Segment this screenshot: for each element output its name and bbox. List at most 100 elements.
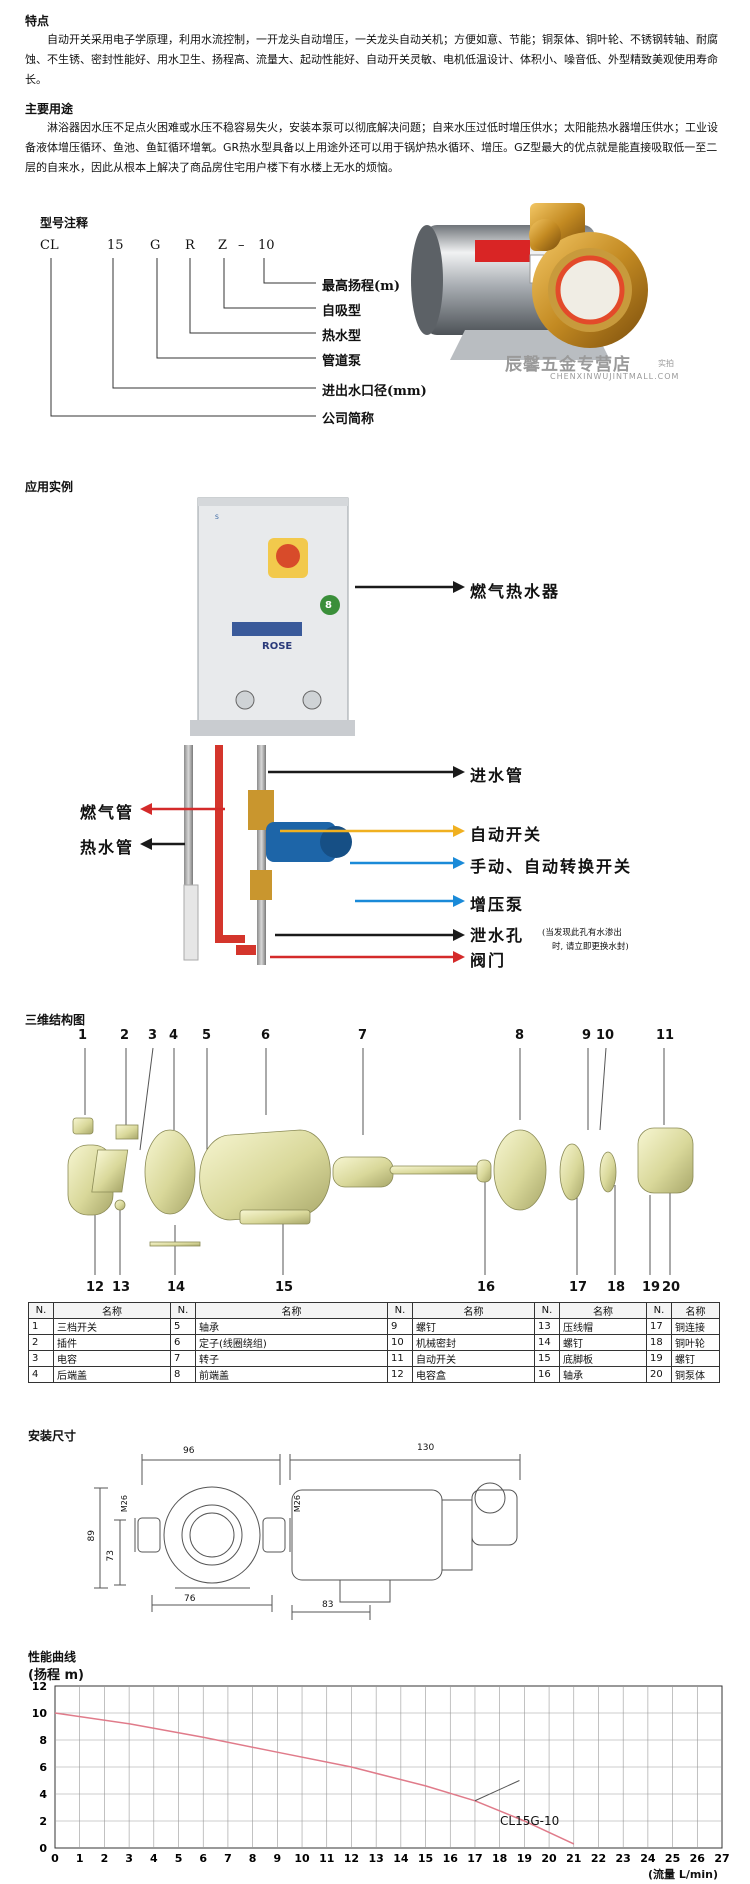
- col-header: N.: [170, 1302, 196, 1319]
- usage-text: 淋浴器因水压不足点火困难或水压不稳容易失火，安装本泵可以彻底解决问题；自来水压过…: [25, 121, 718, 174]
- part-num-5: 5: [202, 1028, 212, 1043]
- table-cell: 19: [646, 1350, 672, 1367]
- model-code-4: Z: [218, 238, 228, 253]
- x-tick-label: 10: [294, 1852, 310, 1865]
- table-cell: 轴承: [195, 1318, 388, 1335]
- y-tick-label: 6: [39, 1761, 47, 1774]
- table-cell: 10: [387, 1334, 413, 1351]
- model-note-leaders: [50, 258, 316, 417]
- part-num-17: 17: [569, 1280, 588, 1295]
- table-cell: 15: [534, 1350, 560, 1367]
- part-num-13: 13: [112, 1280, 131, 1295]
- watermark-suffix: 实拍: [658, 359, 674, 368]
- x-tick-label: 17: [467, 1852, 482, 1865]
- performance-title: 性能曲线: [28, 1650, 77, 1664]
- x-tick-label: 26: [690, 1852, 706, 1865]
- table-cell: 5: [170, 1318, 196, 1335]
- table-cell: 电容盒: [412, 1366, 535, 1383]
- x-tick-label: 23: [616, 1852, 631, 1865]
- y-tick-label: 10: [32, 1707, 48, 1720]
- table-cell: 压线帽: [559, 1318, 647, 1335]
- performance-xlabel: (流量 L/min): [648, 1868, 718, 1881]
- table-cell: 7: [170, 1350, 196, 1367]
- table-cell: 16: [534, 1366, 560, 1383]
- model-label-hotwater: 热水型: [322, 329, 362, 344]
- table-cell: 9: [387, 1318, 413, 1335]
- model-code-3: R: [185, 238, 195, 253]
- table-cell: 螺钉: [559, 1334, 647, 1351]
- table-cell: 12: [387, 1366, 413, 1383]
- y-tick-label: 0: [39, 1842, 47, 1855]
- table-cell: 11: [387, 1350, 413, 1367]
- series-line: [54, 1712, 575, 1845]
- y-tick-label: 12: [32, 1680, 47, 1693]
- part-num-9: 9: [582, 1028, 592, 1043]
- heater-number: 8: [325, 600, 332, 611]
- dim-m26-left: M26: [120, 1495, 129, 1513]
- x-tick-label: 18: [492, 1852, 507, 1865]
- dim-83: 83: [322, 1600, 334, 1610]
- table-cell: 后端盖: [53, 1366, 171, 1383]
- model-code-1: 15: [107, 238, 124, 253]
- label-gas-heater: 燃气热水器: [470, 582, 561, 601]
- watermark-line1: 辰馨五金专营店: [505, 355, 631, 375]
- application-title: 应用实例: [25, 480, 74, 494]
- water-heater-diagram: S: [183, 497, 355, 965]
- table-row: 1 三档开关 5 轴承 9 螺钉 13 压线帽 17 铜连接: [28, 1318, 720, 1335]
- part-num-1: 1: [78, 1028, 88, 1043]
- label-valve: 阀门: [470, 951, 507, 970]
- drain-note-2: 时, 请立即更换水封): [552, 942, 629, 952]
- table-cell: 插件: [53, 1334, 171, 1351]
- part-num-15: 15: [275, 1280, 294, 1295]
- dim-76: 76: [184, 1594, 196, 1604]
- x-tick-label: 7: [224, 1852, 232, 1865]
- col-header: N.: [387, 1302, 413, 1319]
- table-cell: 转子: [195, 1350, 388, 1367]
- part-num-14: 14: [167, 1280, 186, 1295]
- part-num-4: 4: [169, 1028, 179, 1043]
- svg-text:S: S: [215, 514, 219, 521]
- part-num-8: 8: [515, 1028, 525, 1043]
- part-num-19: 19: [642, 1280, 661, 1295]
- col-header: N.: [534, 1302, 560, 1319]
- x-tick-label: 0: [51, 1852, 59, 1865]
- table-cell: 1: [28, 1318, 54, 1335]
- x-tick-label: 5: [175, 1852, 183, 1865]
- x-tick-label: 2: [101, 1852, 109, 1865]
- table-cell: 铜连接: [671, 1318, 720, 1335]
- features-text: 自动开关采用电子学原理，利用水流控制，一开龙头自动增压，一关龙头自动关机；方便如…: [25, 33, 718, 86]
- part-num-2: 2: [120, 1028, 130, 1043]
- model-label-selfpriming: 自吸型: [322, 304, 362, 319]
- model-label-pipeline: 管道泵: [322, 354, 362, 369]
- x-tick-label: 11: [319, 1852, 334, 1865]
- col-header: 名称: [412, 1302, 535, 1319]
- label-auto-switch: 自动开关: [470, 825, 543, 844]
- table-cell: 6: [170, 1334, 196, 1351]
- table-cell: 8: [170, 1366, 196, 1383]
- x-tick-label: 16: [443, 1852, 459, 1865]
- performance-ylabel: (扬程 m): [28, 1668, 84, 1683]
- table-cell: 20: [646, 1366, 672, 1383]
- label-booster-pump: 增压泵: [470, 895, 525, 914]
- part-num-6: 6: [261, 1028, 271, 1043]
- dim-96: 96: [183, 1446, 195, 1456]
- x-tick-label: 9: [274, 1852, 282, 1865]
- structure-title: 三维结构图: [25, 1013, 86, 1027]
- install-drawing: [94, 1454, 521, 1620]
- col-header: 名称: [559, 1302, 647, 1319]
- x-tick-label: 24: [640, 1852, 656, 1865]
- table-cell: 螺钉: [412, 1318, 535, 1335]
- col-header: N.: [646, 1302, 672, 1319]
- col-header: N.: [28, 1302, 54, 1319]
- model-note-title: 型号注释: [40, 216, 89, 230]
- label-hot-water-pipe: 热水管: [80, 838, 135, 857]
- watermark-line2: CHENXINWUJINTMALL.COM: [550, 372, 680, 381]
- x-tick-label: 4: [150, 1852, 158, 1865]
- parts-table: N. 名称 N. 名称 N. 名称 N. 名称 N. 名称 1 三档开关 5 轴…: [28, 1302, 720, 1383]
- col-header: 名称: [195, 1302, 388, 1319]
- table-row: 3 电容 7 转子 11 自动开关 15 底脚板 19 螺钉: [28, 1350, 720, 1367]
- label-gas-pipe: 燃气管: [80, 803, 135, 822]
- y-tick-label: 4: [39, 1788, 47, 1801]
- install-title: 安装尺寸: [28, 1429, 77, 1443]
